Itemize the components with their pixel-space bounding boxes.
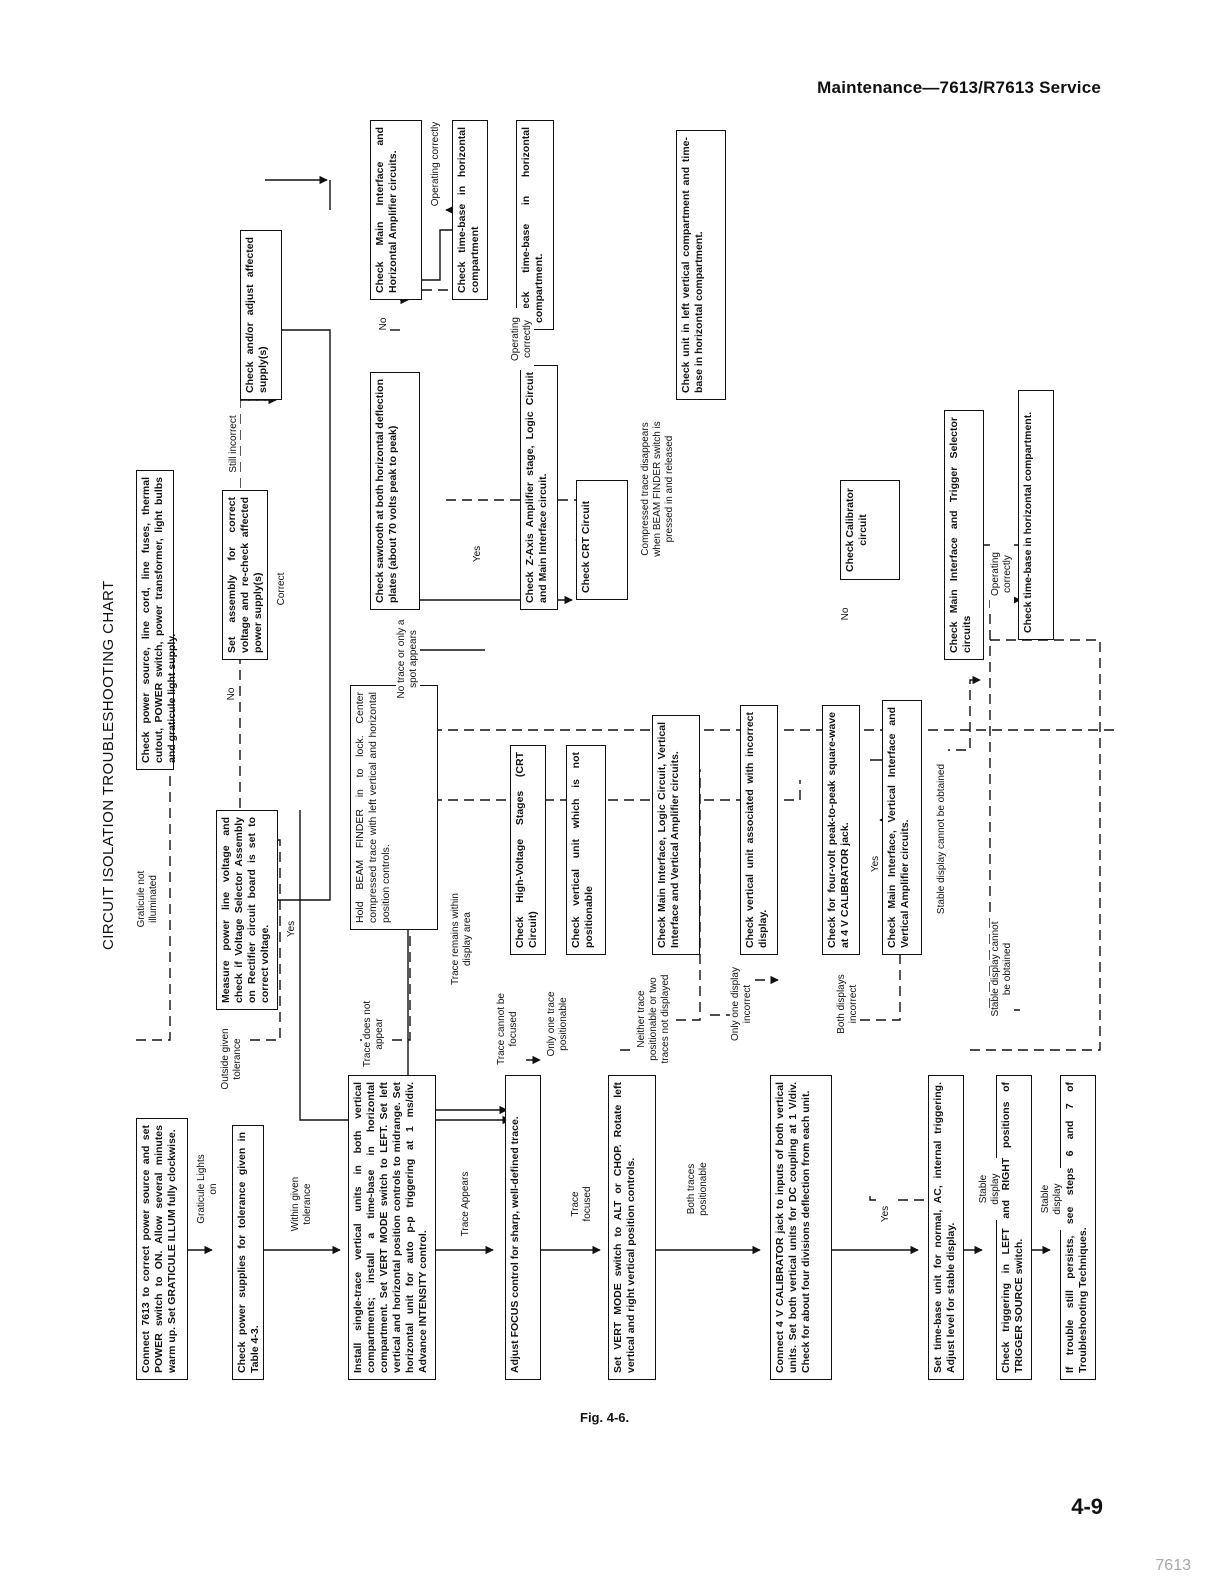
node-incorrect-display: Check vertical unit associated with inco… [740, 705, 778, 955]
label-stable-cannot: Stable display cannot be obtained [936, 738, 948, 940]
node-adjust-focus: Adjust FOCUS control for sharp, well-def… [505, 1075, 541, 1380]
node-check-adjust-supply: Check and/or adjust affected supply(s) [240, 230, 282, 400]
node-logic-circuit: Check Main Interface, Logic Circuit, Ver… [652, 715, 700, 955]
node-time-base: Set time-base unit for normal, AC, inter… [928, 1075, 964, 1380]
label-graticule-off: Graticule not illuminated [136, 848, 160, 950]
node-install-units: Install single-trace vertical units in b… [348, 1075, 436, 1380]
node-check-power-source: Check power source, line cord, line fuse… [136, 470, 178, 770]
figure-caption: Fig. 4-6. [580, 1410, 630, 1425]
node-calibrator: Connect 4 V CALIBRATOR jack to inputs of… [770, 1075, 832, 1380]
page-number: 4-9 [1071, 1494, 1103, 1519]
node-connect-power: Connect 7613 to correct power source and… [136, 1118, 188, 1380]
watermark: 7613 [1155, 1557, 1191, 1574]
label-no-a: No [226, 678, 238, 710]
node-four-volt: Check for four-volt peak-to-peak square-… [822, 705, 860, 955]
label-yes-d: Yes [880, 1198, 892, 1230]
node-trigger-selector: Check Main Interface and Trigger Selecto… [944, 410, 984, 660]
label-focused: Trace focused [570, 1173, 594, 1235]
troubleshooting-flowchart: Connect 7613 to correct power source and… [100, 110, 1120, 1400]
label-yes-b: Yes [472, 538, 484, 570]
label-both-positionable: Both traces positionable [686, 1148, 710, 1230]
node-check-timebase-c: Check time-base in horizontal compartmen… [1018, 390, 1054, 640]
node-triggering: Check triggering in LEFT and RIGHT posit… [996, 1075, 1032, 1380]
node-set-assembly: Set assembly for correct voltage and re-… [222, 490, 268, 660]
label-op-correct-c: Operating correctly [990, 538, 1014, 610]
label-trace-remains: Trace remains within display area [450, 878, 474, 1000]
label-only-one-display: Only one display incorrect [730, 958, 754, 1050]
label-op-correct-b: Operating correctly [510, 308, 534, 370]
node-main-vertical: Check Main Interface, Vertical Interface… [882, 700, 922, 955]
label-no-trace-spot: No trace or only a spot appears [396, 618, 420, 700]
node-check-timebase-a: Check time-base in horizontal compartmen… [452, 120, 488, 300]
label-correct: Correct [276, 558, 288, 620]
label-stable-display-a: Stable display [978, 1158, 1002, 1220]
label-cannot-focus: Trace cannot be focused [496, 988, 520, 1070]
label-trace-no: Trace does not appear [362, 998, 386, 1070]
node-persist: If trouble still persists, see steps 6 a… [1060, 1075, 1096, 1380]
label-still-incorrect: Still incorrect [228, 398, 240, 490]
label-neither-trace: Neither trace positionable or two traces… [636, 968, 672, 1070]
label-yes-a: Yes [286, 913, 298, 945]
label-both-incorrect: Both displays incorrect [836, 958, 860, 1050]
label-trace-appears: Trace Appears [460, 1168, 472, 1240]
label-outside-tolerance: Outside given tolerance [220, 1018, 244, 1100]
node-measure-line-voltage: Measure power line voltage and check if … [216, 810, 278, 1010]
node-main-horizontal: Check Main Interface and Horizontal Ampl… [370, 120, 422, 300]
label-within-tolerance: Within given tolerance [290, 1168, 314, 1240]
page-header: Maintenance—7613/R7613 Service [817, 78, 1101, 97]
node-calibrator-circuit: Check Calibrator circuit [840, 480, 900, 580]
chart-title: CIRCUIT ISOLATION TROUBLESHOOTING CHART [100, 580, 117, 950]
label-graticule-on: Graticule Lights on [196, 1148, 220, 1230]
node-crt-circuit: Check CRT Circuit [576, 480, 628, 600]
node-beam-finder: Hold BEAM FINDER in to lock. Center comp… [350, 685, 438, 930]
label-no-b: No [378, 308, 390, 340]
node-not-positionable: Check vertical unit which is not positio… [566, 745, 606, 955]
label-yes-c: Yes [870, 848, 882, 880]
label-only-one-trace: Only one trace positionable [546, 978, 570, 1070]
label-compressed: Compressed trace disappears when BEAM FI… [640, 408, 676, 570]
node-check-power-supplies: Check power supplies for tolerance given… [232, 1125, 264, 1380]
label-no-c: No [840, 598, 852, 630]
label-stable-display-b: Stable display [1040, 1168, 1064, 1230]
node-z-axis: Check Z-Axis Amplifier stage, Logic Circ… [520, 365, 558, 610]
node-left-vertical: Check unit in left vertical compartment … [676, 130, 726, 400]
node-check-sawtooth: Check sawtooth at both horizontal deflec… [370, 372, 420, 610]
label-op-correct-a: Operating correctly [430, 118, 442, 210]
node-high-voltage: Check High-Voltage Stages (CRT Circuit) [510, 745, 546, 955]
label-stable-cannot-b: Stable display cannot be obtained [990, 918, 1014, 1020]
node-check-timebase-b: Check time-base in horizontal compartmen… [516, 120, 554, 330]
node-vert-mode: Set VERT MODE switch to ALT or CHOP. Rot… [608, 1075, 656, 1380]
